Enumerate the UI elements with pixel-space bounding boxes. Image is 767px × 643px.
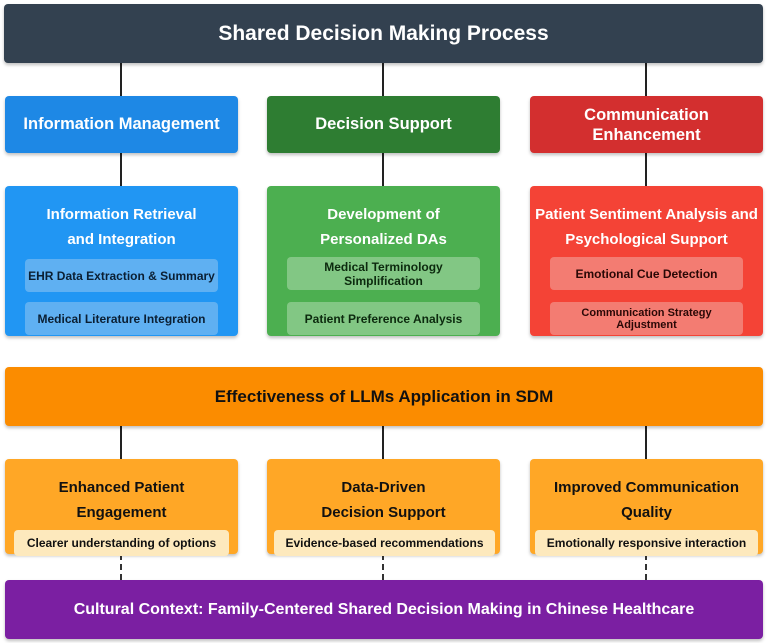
outcome-title: Improved Communication Quality <box>553 479 740 521</box>
effectiveness-title: Effectiveness of LLMs Application in SDM <box>214 386 554 406</box>
process-title: Shared Decision Making Process <box>218 21 549 45</box>
item-strategy-adjustment: Communication Strategy Adjustment <box>550 302 743 335</box>
detail-title: Development of Personalized DAs <box>320 206 447 248</box>
item-ehr-extraction: EHR Data Extraction & Summary <box>25 259 218 292</box>
cultural-context-footer: Cultural Context: Family-Centered Shared… <box>5 580 763 639</box>
item-terminology-simplification: Medical Terminology Simplification <box>287 257 480 290</box>
detail-information-retrieval: Information Retrieval and Integration EH… <box>5 186 238 336</box>
outcome-communication-quality: Improved Communication Quality Emotional… <box>530 459 763 556</box>
category-label: Information Management <box>23 115 220 133</box>
item-literature-integration: Medical Literature Integration <box>25 302 218 335</box>
connector-effect-outcome-3 <box>645 426 647 459</box>
outcome-patient-engagement: Enhanced Patient Engagement Clearer unde… <box>5 459 238 556</box>
cultural-context-title: Cultural Context: Family-Centered Shared… <box>73 600 695 618</box>
outcome-note: Evidence-based recommendations <box>274 530 495 556</box>
detail-title: Information Retrieval and Integration <box>46 206 197 248</box>
connector-header-decision <box>382 62 384 96</box>
process-header: Shared Decision Making Process <box>4 4 763 63</box>
connector-decision-detail <box>382 153 384 186</box>
item-preference-analysis: Patient Preference Analysis <box>287 302 480 335</box>
category-information-management: Information Management <box>5 96 238 153</box>
connector-effect-outcome-1 <box>120 426 122 459</box>
detail-personalized-das: Development of Personalized DAs Medical … <box>267 186 500 336</box>
connector-header-communication <box>645 62 647 96</box>
outcome-title: Data-Driven Decision Support <box>321 479 446 521</box>
outcome-title: Enhanced Patient Engagement <box>58 479 185 521</box>
connector-outcome-footer-3 <box>645 554 647 580</box>
category-communication-enhancement: Communication Enhancement <box>530 96 763 153</box>
item-emotional-cue-detection: Emotional Cue Detection <box>550 257 743 290</box>
detail-title: Patient Sentiment Analysis and Psycholog… <box>535 206 758 248</box>
category-label: Decision Support <box>315 115 452 133</box>
connector-outcome-footer-2 <box>382 554 384 580</box>
category-decision-support: Decision Support <box>267 96 500 153</box>
detail-sentiment-analysis: Patient Sentiment Analysis and Psycholog… <box>530 186 763 336</box>
outcome-data-driven-support: Data-Driven Decision Support Evidence-ba… <box>267 459 500 556</box>
connector-outcome-footer-1 <box>120 554 122 580</box>
connector-effect-outcome-2 <box>382 426 384 459</box>
connector-info-detail <box>120 153 122 186</box>
connector-communication-detail <box>645 153 647 186</box>
outcome-note: Emotionally responsive interaction <box>535 530 758 556</box>
effectiveness-bar: Effectiveness of LLMs Application in SDM <box>5 367 763 426</box>
connector-header-info <box>120 62 122 96</box>
outcome-note: Clearer understanding of options <box>14 530 229 556</box>
category-label: Communication Enhancement <box>584 105 709 144</box>
